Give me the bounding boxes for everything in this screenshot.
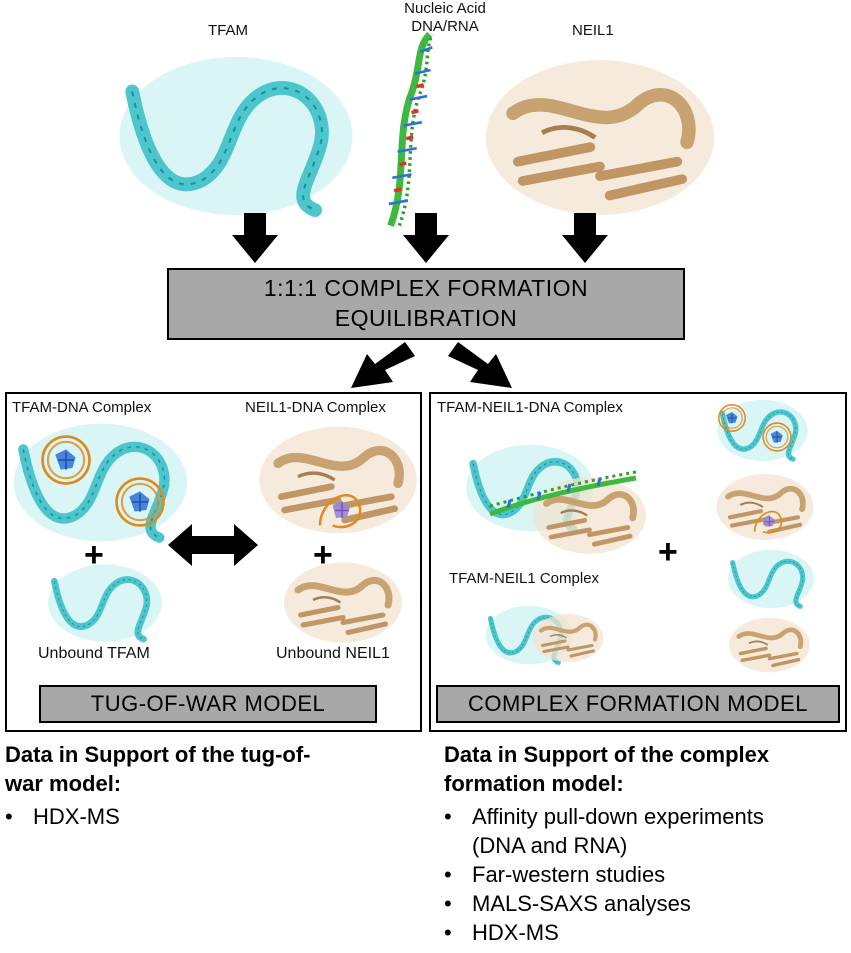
- down-arrow-left: [232, 213, 278, 263]
- equilibration-line2: EQUILIBRATION: [334, 305, 518, 331]
- left-support-heading-line1: Data in Support of the tug-of-: [5, 742, 311, 767]
- plus-left-a: +: [84, 536, 104, 574]
- list-item: Affinity pull-down experiments: [444, 802, 849, 831]
- equilibration-box: 1:1:1 COMPLEX FORMATION EQUILIBRATION: [167, 268, 685, 340]
- list-item-continuation: (DNA and RNA): [472, 833, 628, 858]
- tfam-neil1-dna-strand: [489, 470, 637, 517]
- complex-formation-panel: [429, 392, 847, 732]
- tug-of-war-model-box: TUG-OF-WAR MODEL: [39, 685, 377, 723]
- tug-of-war-model-label: TUG-OF-WAR MODEL: [90, 690, 326, 716]
- equilibration-line1: 1:1:1 COMPLEX FORMATION: [263, 275, 589, 302]
- plus-left-b: +: [313, 536, 333, 574]
- list-item: HDX-MS: [5, 802, 405, 831]
- neil1-structure-image: [484, 55, 716, 220]
- left-support-heading: Data in Support of the tug-of- war model…: [5, 740, 415, 798]
- list-item: Far-western studies: [444, 860, 849, 889]
- left-support-list: HDX-MS: [5, 802, 405, 831]
- unbound-neil1-label: Unbound NEIL1: [276, 645, 390, 662]
- tfam-dna-ring-1: [34, 428, 98, 492]
- unbound-tfam-image: [35, 562, 175, 644]
- tfam-neil1-complex-neil1-part: [532, 600, 604, 676]
- right-tfam-dna-ring-2: [758, 418, 796, 456]
- left-support-heading-line2: war model:: [5, 771, 122, 796]
- tfam-dna-ring-2: [108, 470, 172, 534]
- list-item: HDX-MS: [444, 918, 849, 947]
- right-neil1-dna-ring: [748, 500, 788, 540]
- right-tfam-dna-ring-1: [714, 400, 750, 436]
- down-arrow-right: [562, 213, 608, 263]
- right-unbound-neil1-image: [712, 616, 827, 674]
- neil1-dna-complex-label: NEIL1-DNA Complex: [245, 399, 386, 416]
- complex-formation-model-label: COMPLEX FORMATION MODEL: [468, 690, 808, 716]
- right-support-heading-line1: Data in Support of the complex: [444, 742, 770, 767]
- double-headed-arrow: [168, 524, 258, 566]
- split-arrow-left: [351, 342, 415, 388]
- list-item: MALS-SAXS analyses: [444, 889, 849, 918]
- nucleic-acid-label-line1: Nucleic Acid: [404, 0, 486, 17]
- unbound-tfam-label: Unbound TFAM: [38, 645, 150, 662]
- tug-of-war-panel: [5, 392, 422, 732]
- neil1-label: NEIL1: [572, 22, 614, 39]
- tfam-structure-image: [112, 52, 360, 220]
- plus-right: +: [658, 533, 678, 571]
- tfam-label: TFAM: [208, 22, 248, 39]
- right-support-list: Affinity pull-down experiments (DNA and …: [444, 802, 849, 947]
- nucleic-acid-label-line2: DNA/RNA: [411, 18, 479, 35]
- tfam-neil1-complex-label: TFAM-NEIL1 Complex: [449, 570, 600, 587]
- right-unbound-tfam-image: [715, 548, 827, 610]
- right-support-heading: Data in Support of the complex formation…: [444, 740, 849, 798]
- unbound-neil1-image: [268, 560, 418, 645]
- nucleic-acid-structure-image: [368, 30, 448, 230]
- tfam-neil1-dna-complex-label: TFAM-NEIL1-DNA Complex: [437, 399, 623, 416]
- tfam-dna-complex-label: TFAM-DNA Complex: [12, 399, 152, 416]
- nucleic-acid-label: Nucleic Acid DNA/RNA: [385, 0, 505, 36]
- complex-formation-model-box: COMPLEX FORMATION MODEL: [436, 685, 840, 723]
- neil1-dna-ring: [310, 478, 370, 538]
- split-arrow-right: [448, 342, 512, 388]
- down-arrow-center: [403, 213, 449, 263]
- right-support-heading-line2: formation model:: [444, 771, 624, 796]
